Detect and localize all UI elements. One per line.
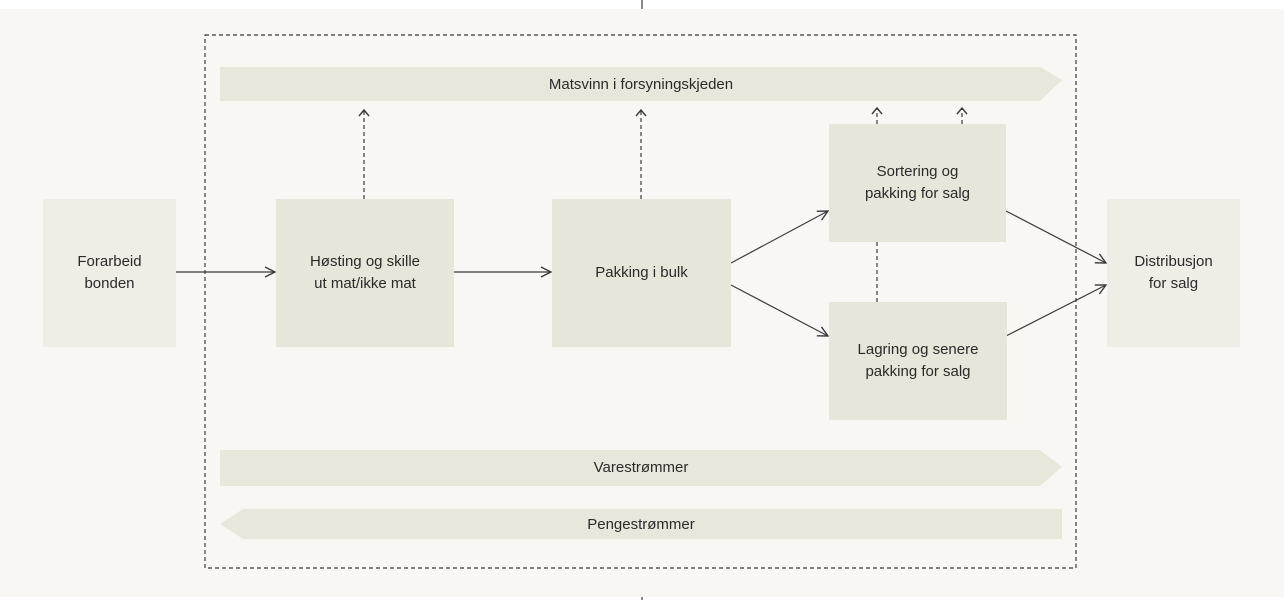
node-lagring-label: Lagring og senere pakking for salg xyxy=(857,341,979,380)
node-hosting-label: Høsting og skille ut mat/ikke mat xyxy=(309,253,421,292)
band-label-waste: Matsvinn i forsyningskjeden xyxy=(548,75,734,93)
supply-chain-boundary xyxy=(204,34,1077,569)
node-distribusjon-label: Distribusjon for salg xyxy=(1134,253,1213,292)
band-arrow-money xyxy=(220,509,1062,539)
node-sortering-label: Sortering og pakking for salg xyxy=(864,163,971,202)
band-label-money: Pengestrømmer xyxy=(587,515,695,533)
node-forarbeid-label: Forarbeid bonden xyxy=(77,253,142,292)
band-arrow-top xyxy=(220,67,1062,101)
node-forarbeid: Forarbeid bonden xyxy=(43,199,176,347)
node-hosting: Høsting og skille ut mat/ikke mat xyxy=(276,199,454,347)
node-lagring: Lagring og senere pakking for salg xyxy=(829,302,1007,420)
node-sortering: Sortering og pakking for salg xyxy=(829,124,1006,242)
node-pakking-bulk: Pakking i bulk xyxy=(552,199,731,347)
flow-arrow-lagring-distribusjon xyxy=(1005,285,1106,337)
node-distribusjon: Distribusjon for salg xyxy=(1107,199,1240,347)
flow-arrow-sortering-distribusjon xyxy=(1005,210,1106,263)
band-arrow-goods xyxy=(220,450,1062,486)
flow-arrow-bulk-sortering xyxy=(730,211,828,264)
band-label-goods: Varestrømmer xyxy=(593,458,689,476)
flow-arrow-bulk-lagring xyxy=(730,284,828,336)
node-pakking-bulk-label: Pakking i bulk xyxy=(595,264,688,281)
